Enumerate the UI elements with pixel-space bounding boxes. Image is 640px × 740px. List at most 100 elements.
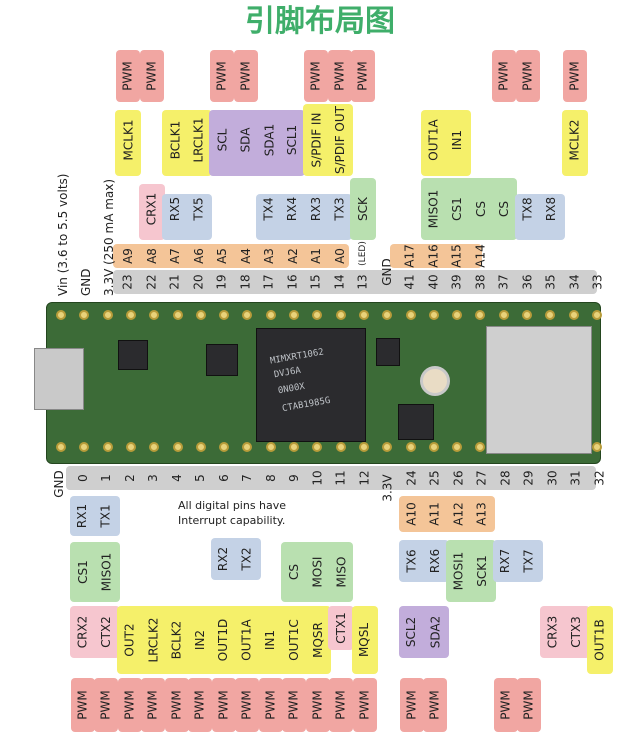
rx2-tx2-label-text: RX2 xyxy=(216,546,231,572)
top-pwm-bg xyxy=(515,50,540,102)
top-pwm-label-text: PWM xyxy=(144,61,159,91)
bottom-gnd-label: GND xyxy=(48,466,70,502)
top-pad xyxy=(498,310,509,320)
bottom-pwm-label-text: PWM xyxy=(310,690,325,720)
scl2-sda2-label-text: SCL2 xyxy=(404,616,419,648)
bottom-pwm-label: PWM xyxy=(189,678,211,732)
top-analog-label-text: A6 xyxy=(191,248,206,264)
bottom-pin-number: 7 xyxy=(236,466,258,490)
cs1-miso1-label-text: MISO1 xyxy=(99,552,113,592)
out1b-label: OUT1B xyxy=(589,606,611,674)
bottom-pad xyxy=(335,442,346,452)
bottom-pwm-label: PWM xyxy=(307,678,329,732)
bottom-audio-label-text: BCLK2 xyxy=(169,620,184,660)
top-audio-label: S/PDIF IN xyxy=(305,104,327,176)
top-pin-number-text: 22 xyxy=(144,274,159,290)
bottom-pwm-label-text: PWM xyxy=(428,690,442,720)
bottom-pwm-label: PWM xyxy=(142,678,164,732)
top-pwm-label: PWM xyxy=(235,50,257,102)
top-serial-label-text: CRX1 xyxy=(144,192,159,226)
top-analog-label: A14 xyxy=(470,244,492,268)
bottom-pin-number: 11 xyxy=(330,466,352,490)
top-serial-label-text: CS xyxy=(497,201,511,217)
bottom-pin-number-text: 9 xyxy=(286,474,301,482)
rx1-tx1-label-text: TX1 xyxy=(99,504,113,528)
bottom-pwm-bg xyxy=(517,678,541,732)
bottom-pwm-label-text: PWM xyxy=(146,690,160,720)
out1b-bg xyxy=(586,606,613,674)
top-pin-number: 19 xyxy=(211,270,233,294)
top-pwm-bg xyxy=(327,50,352,102)
cs1-miso1-bg xyxy=(69,542,120,602)
top-pin-number-text: 14 xyxy=(332,274,347,290)
rx2-tx2-label: TX2 xyxy=(236,538,258,580)
top-pwm-label-text: PWM xyxy=(497,61,511,91)
bottom-analog-label: A10 xyxy=(401,496,423,532)
bottom-pwm-bg xyxy=(235,678,259,732)
sd-card-slot xyxy=(486,326,592,454)
top-pad xyxy=(79,310,90,320)
top-audio-label: SDA xyxy=(235,104,257,176)
top-audio-label-text: LRCLK1 xyxy=(191,117,206,163)
rx5-tx5-bg xyxy=(162,194,212,240)
top-pwm-bg xyxy=(492,50,516,102)
bottom-audio-bg xyxy=(116,606,331,674)
top-analog-label-text: A3 xyxy=(262,248,276,264)
top-serial-label: TX5 xyxy=(188,178,210,240)
bottom-pad xyxy=(382,442,393,452)
miso1-cs-bg xyxy=(420,178,517,240)
small-chip-2 xyxy=(206,344,238,376)
bottom-pwm-label-text: PWM xyxy=(99,690,113,720)
bottom-audio-label: IN2 xyxy=(189,606,211,674)
bottom-pin-number: 24 xyxy=(401,466,423,490)
bottom-pwm-label-text: PWM xyxy=(287,690,301,720)
bottom-audio-label-text: IN1 xyxy=(263,629,278,651)
bottom-pin-number: 25 xyxy=(424,466,446,490)
top-pad xyxy=(102,310,113,320)
top-pin-number-text: 20 xyxy=(191,274,206,290)
top-serial-label: TX8 xyxy=(517,178,539,240)
bottom-audio-label-text: LRCLK2 xyxy=(146,617,160,663)
cs1-miso1-label: MISO1 xyxy=(95,542,117,602)
top-pin-number-text: 38 xyxy=(473,274,488,290)
page-title: 引脚布局图 xyxy=(245,4,395,39)
top-analog-label: A1 xyxy=(305,244,327,268)
small-chip-4 xyxy=(376,338,400,366)
top-pad xyxy=(358,310,369,320)
bottom-pwm-label-text: PWM xyxy=(75,690,90,720)
top-pin-number: 39 xyxy=(446,270,468,294)
top-pwm-bg xyxy=(233,50,258,102)
spi0-label-text: MISO xyxy=(334,556,348,588)
bottom-pwm-label: PWM xyxy=(95,678,117,732)
crx3-ctx3-label: CRX3 xyxy=(542,606,564,658)
crx3-ctx3-label-text: CTX3 xyxy=(569,616,584,648)
ctx1-bottom-label-text: CTX1 xyxy=(334,612,349,644)
bottom-pin-number-text: 30 xyxy=(545,470,560,486)
top-audio-label-text: S/PDIF OUT xyxy=(332,106,347,174)
top-pwm-bg xyxy=(351,50,375,102)
bottom-pwm-bg xyxy=(352,678,377,732)
top-pwm-label: PWM xyxy=(564,50,586,102)
top-analog-label-text: A9 xyxy=(121,248,135,264)
bottom-pad xyxy=(428,442,439,452)
top-audio-label-text: SDA1 xyxy=(262,123,276,157)
top-pin-number-text: 17 xyxy=(262,274,276,290)
top-audio-label-text: SCL1 xyxy=(285,124,300,156)
top-pin-number: 37 xyxy=(493,270,515,294)
top-pin-number-text: 36 xyxy=(520,274,535,290)
bottom-pin-number-text: 29 xyxy=(522,470,536,486)
top-pin-number-text: 33 xyxy=(591,274,605,290)
sck-bg xyxy=(350,178,376,240)
top-pin-number-text: 34 xyxy=(567,274,582,290)
mosi1-sck1-label-text: SCK1 xyxy=(475,555,489,587)
top-serial-label-text: TX8 xyxy=(520,197,535,221)
spi0-label-text: CS xyxy=(287,564,301,580)
top-analog-label: A9 xyxy=(117,244,139,268)
bottom-analog-label-text: A10 xyxy=(404,502,419,526)
bottom-pad xyxy=(405,442,416,452)
bottom-pin-number-text: 2 xyxy=(122,474,137,482)
bottom-pwm-label: PWM xyxy=(495,678,517,732)
bottom-pin-number-text: 7 xyxy=(239,474,254,482)
top-analog-label-text: A8 xyxy=(144,248,159,264)
bottom-pwm-label-text: PWM xyxy=(193,690,207,720)
